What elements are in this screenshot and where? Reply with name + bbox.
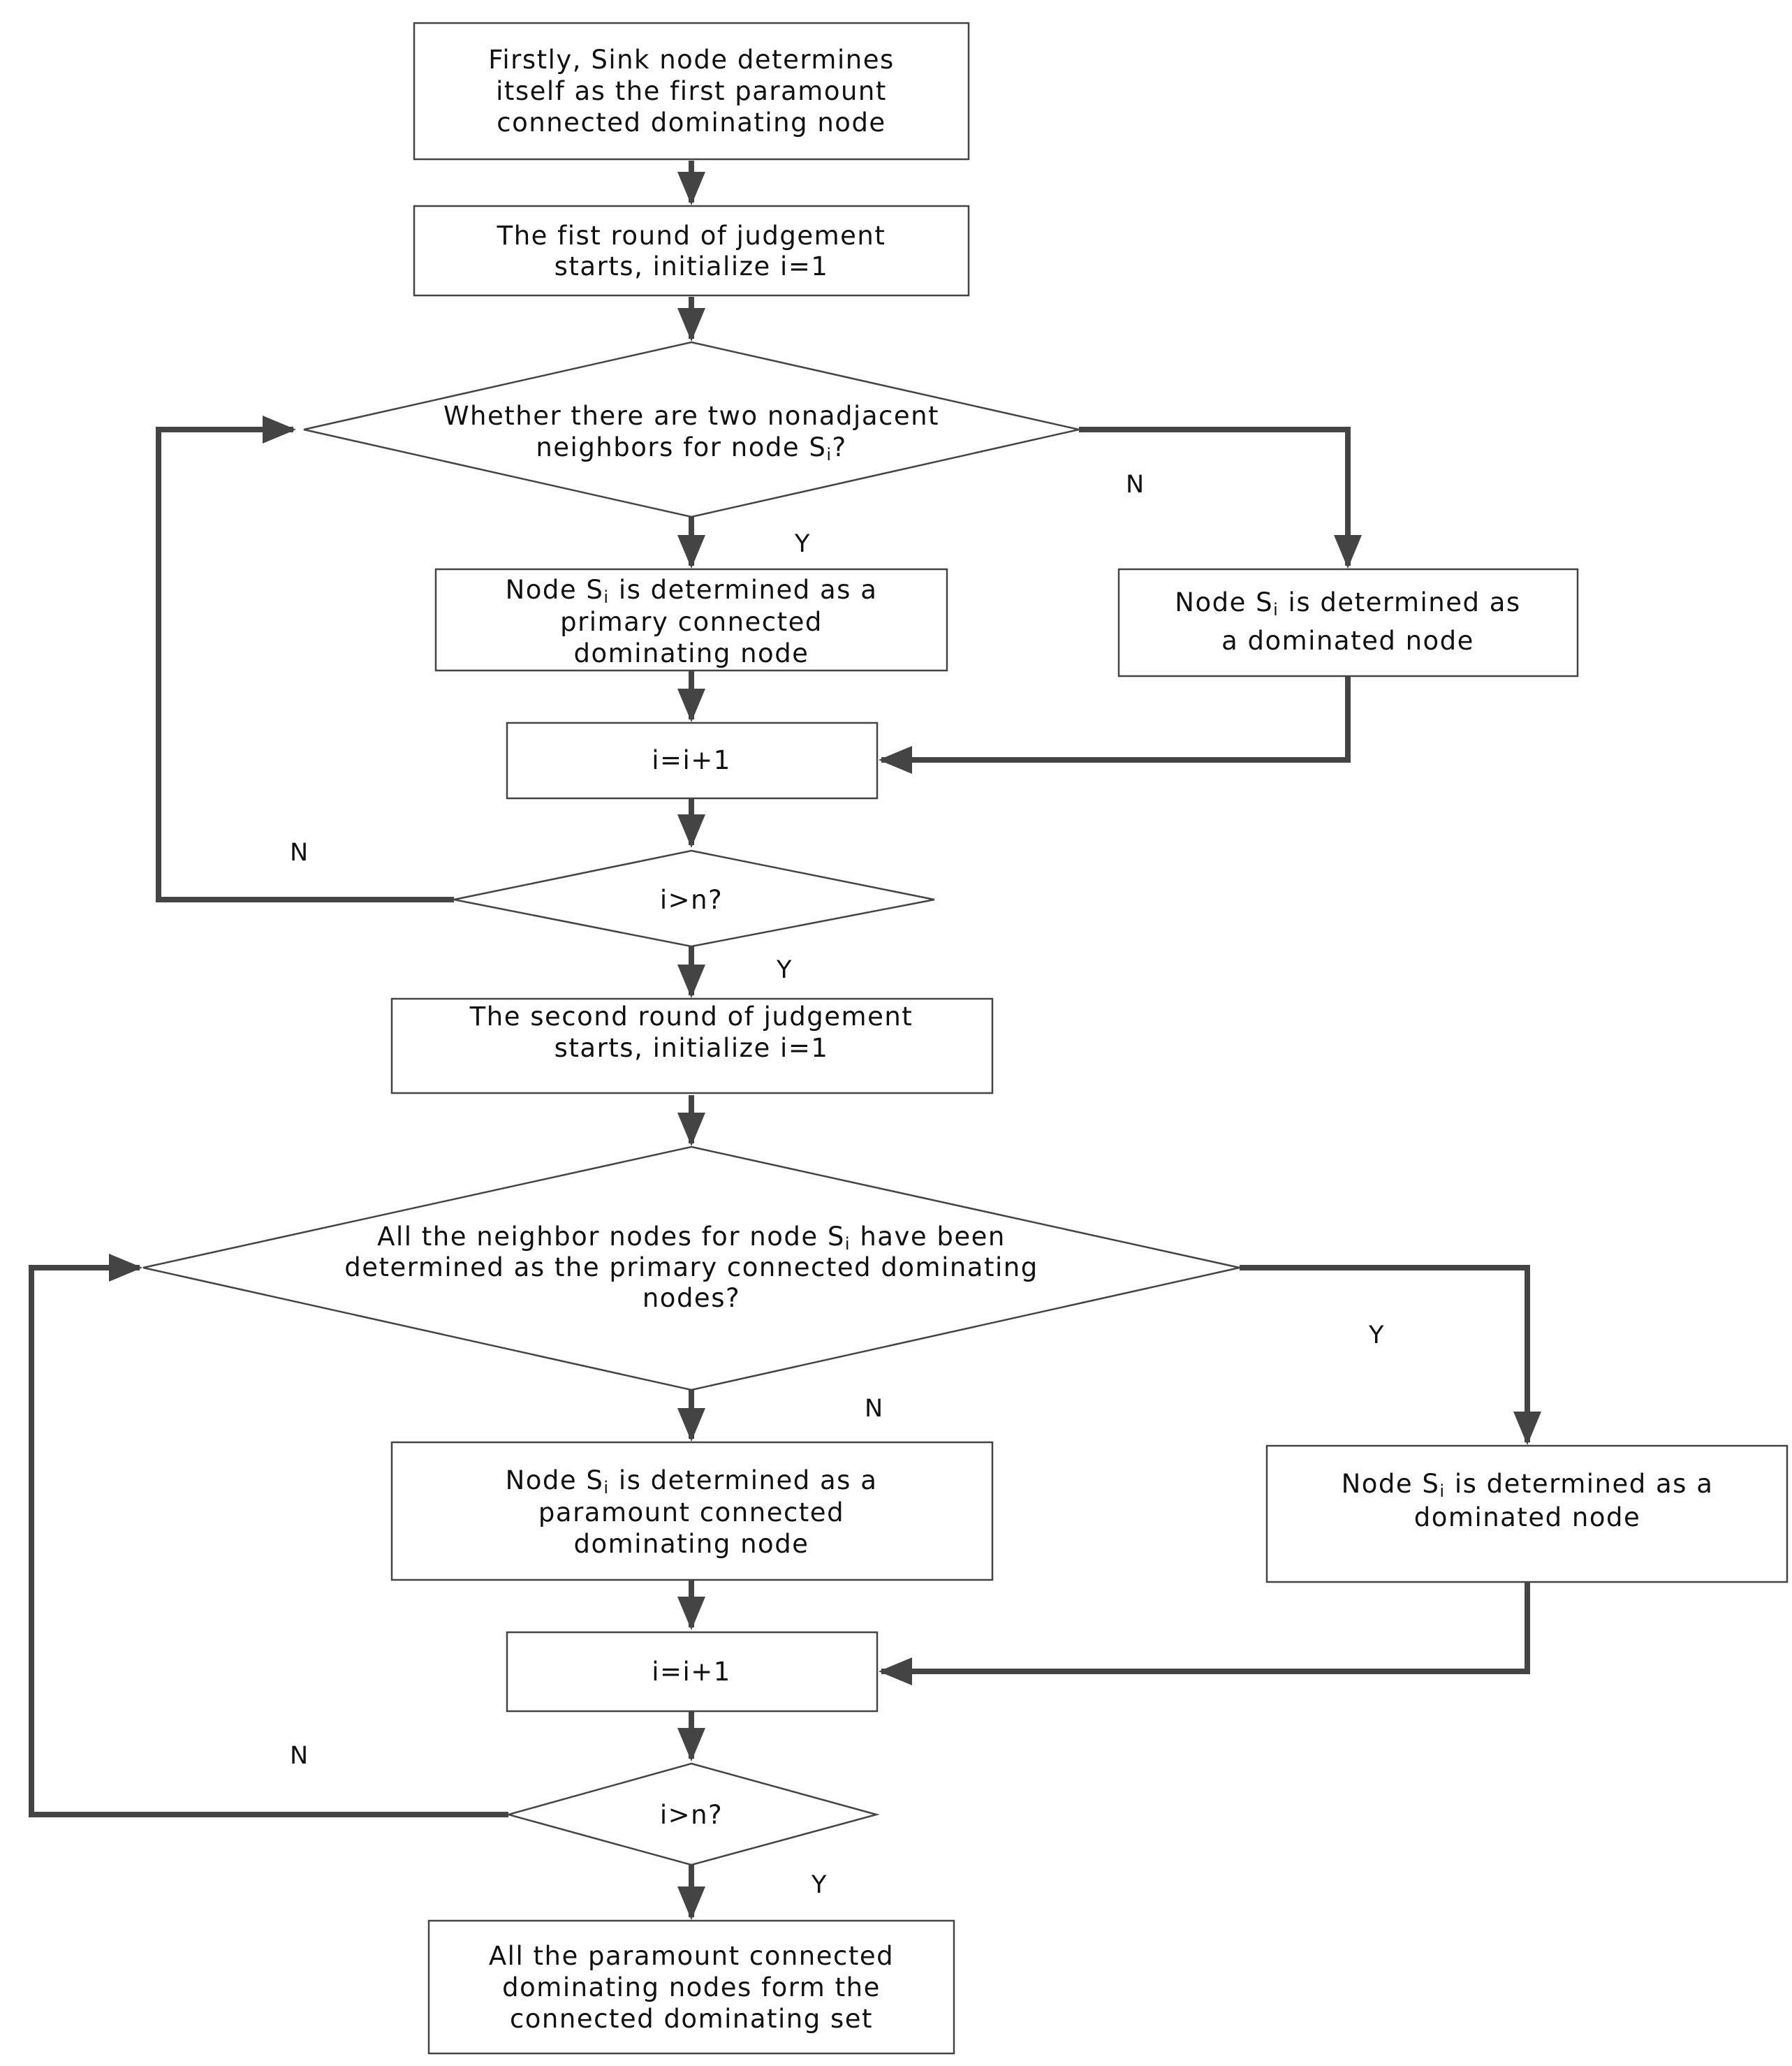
decision1-no-label: N (1126, 471, 1144, 499)
arrow-dominated2-to-increment2 (879, 1582, 1530, 1685)
check-1-text: i>n? (660, 885, 723, 915)
increment-2-box: i=i+1 (506, 1631, 879, 1713)
primary-node-text-2: primary connected (560, 607, 823, 637)
branch-labels: N Y N Y Y N N Y (290, 471, 1384, 1899)
dominated-node-2-text-1: Node Si is determined as a (1342, 1469, 1714, 1501)
arrow-check2-no-loop (29, 1254, 508, 1817)
paramount-node-text-1: Node Si is determined as a (506, 1465, 878, 1497)
decision2-text-2: determined as the primary connected domi… (344, 1252, 1038, 1282)
decision2-text-3: nodes? (642, 1283, 740, 1313)
dominated-node-1-text-1: Node Si is determined as (1175, 587, 1520, 620)
paramount-node-text-2: paramount connected (538, 1497, 844, 1527)
round1-text-2: starts, initialize i=1 (555, 251, 829, 281)
dominated-node-2-box: Node Si is determined as a dominated nod… (1265, 1444, 1789, 1583)
start-text-3: connected dominating node (497, 108, 886, 138)
paramount-node-box: Node Si is determined as a paramount con… (390, 1441, 994, 1581)
decision2-no-label: N (865, 1395, 883, 1423)
decision1-diamond: Whether there are two nonadjacent neighb… (303, 341, 1080, 518)
connectors (29, 161, 1541, 1920)
dominated-node-2-text-2: dominated node (1414, 1502, 1640, 1532)
arrow-decision1-no (1079, 427, 1362, 569)
primary-node-text-1: Node Si is determined as a (506, 575, 878, 607)
round2-text-2: starts, initialize i=1 (555, 1033, 829, 1063)
decision2-text-1: All the neighbor nodes for node Si have … (377, 1222, 1006, 1254)
arrow-dominated1-to-increment1 (879, 676, 1351, 774)
start-box: Firstly, Sink node determines itself as … (413, 22, 970, 161)
check1-yes-label: Y (776, 956, 792, 984)
arrow-decision2-yes (1240, 1265, 1541, 1445)
end-text-2: dominating nodes form the (502, 1972, 881, 2002)
decision2-diamond: All the neighbor nodes for node Si have … (142, 1145, 1240, 1391)
round1-start-box: The fist round of judgement starts, init… (413, 205, 970, 297)
dominated-node-1-box: Node Si is determined as a dominated nod… (1117, 568, 1579, 677)
increment-2-text: i=i+1 (652, 1657, 731, 1687)
paramount-node-text-3: dominating node (574, 1529, 809, 1559)
end-text-1: All the paramount connected (489, 1941, 894, 1971)
check-2-diamond: i>n? (505, 1762, 880, 1866)
end-text-3: connected dominating set (510, 2004, 873, 2034)
round2-start-box: The second round of judgement starts, in… (390, 997, 994, 1094)
decision1-text-1: Whether there are two nonadjacent (443, 401, 939, 431)
check-2-text: i>n? (660, 1800, 723, 1830)
decision1-text-2: neighbors for node Si? (536, 432, 846, 464)
check2-yes-label: Y (811, 1871, 827, 1899)
start-text-2: itself as the first paramount (496, 76, 887, 106)
start-text-1: Firstly, Sink node determines (488, 45, 894, 75)
decision1-yes-label: Y (794, 530, 810, 558)
check1-no-label: N (290, 839, 308, 867)
increment-1-box: i=i+1 (506, 721, 879, 800)
increment-1-text: i=i+1 (652, 745, 731, 775)
decision2-yes-label: Y (1368, 1321, 1384, 1349)
check2-no-label: N (290, 1742, 308, 1770)
dominated-node-1-text-2: a dominated node (1221, 626, 1474, 656)
round1-text-1: The fist round of judgement (497, 221, 886, 251)
primary-node-box: Node Si is determined as a primary conne… (434, 568, 948, 672)
primary-node-text-3: dominating node (574, 638, 809, 668)
check-1-diamond: i>n? (453, 849, 935, 948)
arrow-check1-no-loop (156, 416, 454, 902)
round2-text-1: The second round of judgement (469, 1002, 913, 1032)
end-box: All the paramount connected dominating n… (427, 1919, 955, 2055)
